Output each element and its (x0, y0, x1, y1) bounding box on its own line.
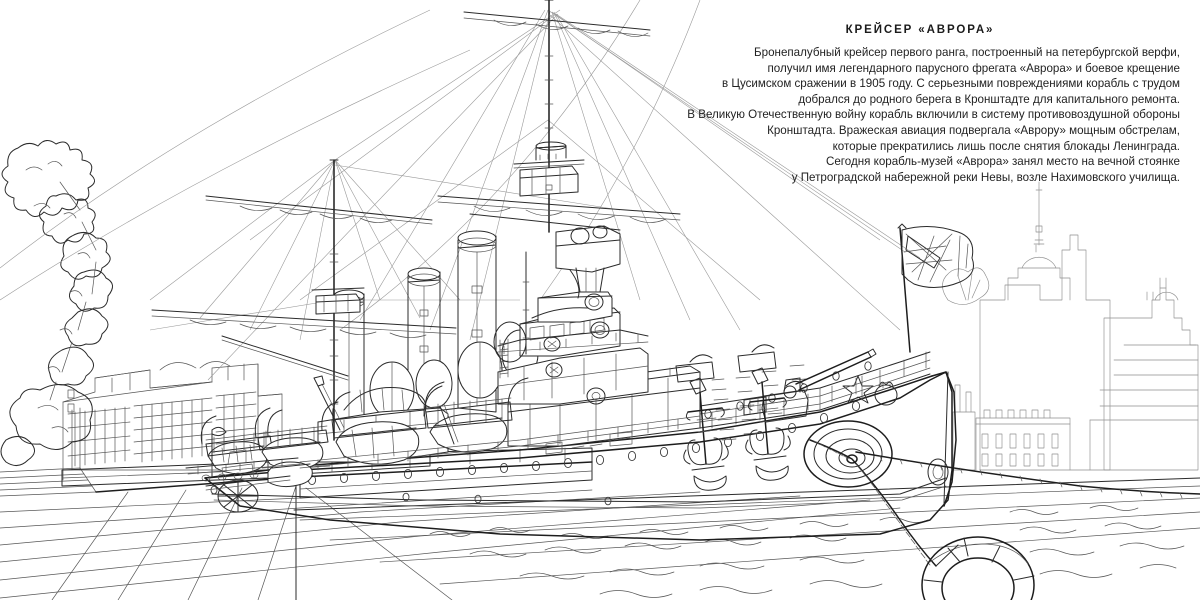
river-water (293, 477, 1200, 598)
deck-railing (299, 415, 701, 471)
anchor-chain (809, 439, 1200, 567)
tree-foliage (0, 140, 113, 466)
foremast (151, 159, 457, 441)
lifebuoy-fender (921, 536, 1035, 600)
steam-launch (331, 385, 443, 465)
star-emblem (842, 375, 874, 404)
bow-gun (743, 348, 877, 423)
article-line: которые прекратились лишь после снятия б… (832, 139, 1180, 153)
article-line: получил имя легендарного парусного фрега… (767, 61, 1180, 75)
article-line: в Цусимском сражении в 1905 году. С серь… (722, 77, 1180, 91)
classical-building (975, 409, 1071, 471)
bow (699, 223, 1200, 567)
article-line: Кронштадта. Вражеская авиация подвергала… (767, 123, 1180, 137)
naval-jack-flag (897, 223, 974, 353)
gangway (185, 457, 301, 482)
mainmast (437, 0, 681, 233)
deck-fittings (211, 344, 791, 491)
article-line: у Петроградской набережной реки Невы, во… (791, 170, 1180, 184)
page-title: КРЕЙСЕР «АВРОРА» (845, 24, 995, 36)
wave-strokes (429, 505, 1185, 598)
anchor-1 (675, 354, 729, 491)
anchor-2 (737, 344, 791, 481)
masts (151, 0, 681, 441)
bridge-deck (497, 291, 649, 357)
hull-portholes (210, 361, 872, 506)
hawse-pipe (803, 420, 893, 488)
searchlight-platform (555, 225, 621, 299)
article-line: Бронепалубный крейсер первого ранга, пос… (754, 46, 1180, 59)
ladder (499, 338, 509, 379)
article-body: Бронепалубный крейсер первого ранга, пос… (660, 45, 1180, 185)
article-text-block: КРЕЙСЕР «АВРОРА» Бронепалубный крейсер п… (660, 24, 1180, 185)
boat-4 (424, 377, 529, 453)
domed-building (1007, 181, 1071, 301)
article-line: Сегодня корабль-музей «Аврора» занял мес… (825, 155, 1180, 169)
article-line: В Великую Отечественную войну корабль вк… (687, 108, 1180, 122)
article-line: добрался до родного берега в Кронштадте … (798, 92, 1180, 106)
ships-boats (200, 377, 529, 513)
boat-5 (267, 461, 313, 488)
